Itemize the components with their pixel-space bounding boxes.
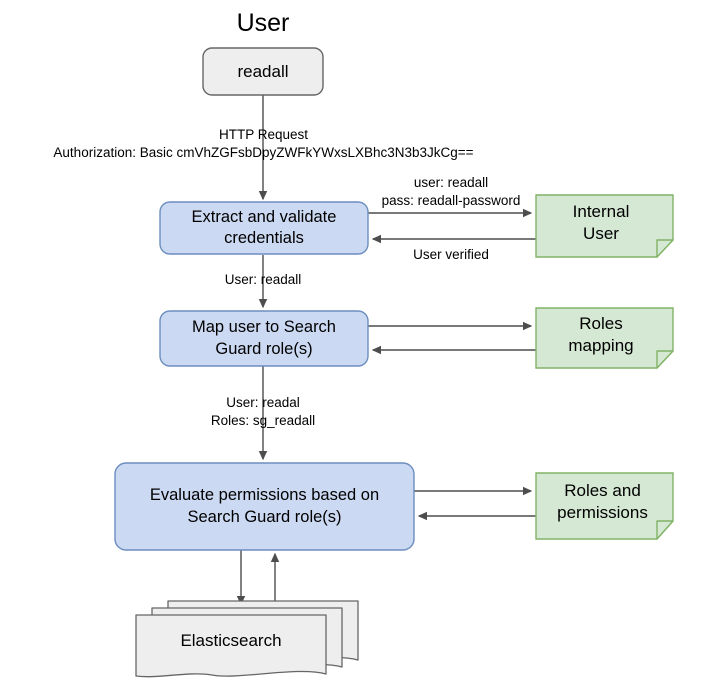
roles-mapping-fold-icon <box>656 350 674 369</box>
node-roles-and-permissions[interactable] <box>535 472 674 540</box>
edge-label-user-readall: User: readall <box>224 272 302 287</box>
user-roles-line2: Roles: sg_readall <box>210 412 316 428</box>
http-request-line1: HTTP Request <box>218 127 309 142</box>
node-user-readall[interactable] <box>202 47 324 96</box>
node-roles-mapping[interactable] <box>535 307 674 369</box>
credentials-line1: user: readall <box>413 175 489 190</box>
edge-label-user-and-roles: User: readal Roles: sg_readall <box>163 394 363 429</box>
page-title: User <box>236 9 290 37</box>
node-map-user-to-roles[interactable] <box>159 310 369 367</box>
node-elasticsearch[interactable] <box>135 614 327 678</box>
node-evaluate-permissions[interactable] <box>114 462 415 551</box>
http-request-line2: Authorization: Basic cmVhZGFsbDpyZWFkYWx… <box>53 144 474 160</box>
edge-label-http-request: HTTP Request Authorization: Basic cmVhZG… <box>0 126 527 161</box>
internal-user-fold-icon <box>656 239 674 258</box>
roles-and-permissions-fold-icon <box>656 520 674 540</box>
node-internal-user[interactable] <box>535 194 674 258</box>
credentials-line2: pass: readall-password <box>381 192 521 208</box>
edge-label-credentials: user: readall pass: readall-password <box>373 174 529 209</box>
edge-label-user-verified: User verified <box>413 247 489 262</box>
user-roles-line1: User: readal <box>226 395 300 410</box>
node-extract-validate-credentials[interactable] <box>159 201 369 255</box>
